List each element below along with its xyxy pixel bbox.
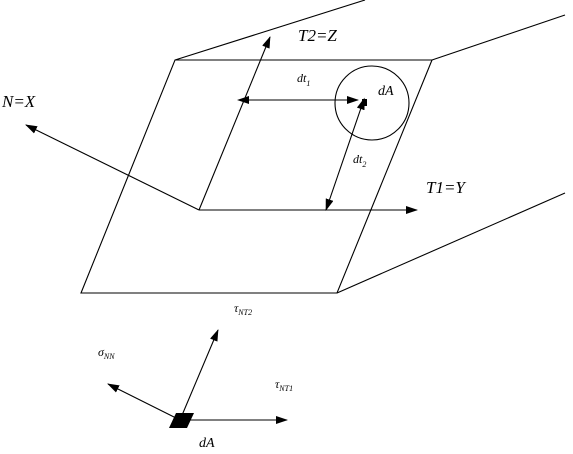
tau-nt2-base: τ xyxy=(234,301,239,315)
tau-nt1-base: τ xyxy=(275,377,280,391)
area-circle xyxy=(334,65,410,141)
area-point xyxy=(362,99,367,106)
tau-nt1-label: τNT1 xyxy=(275,377,293,393)
t1-axis-label: T1=Y xyxy=(426,178,466,197)
body-edge-top-left xyxy=(174,0,366,61)
area-label: dA xyxy=(378,84,394,99)
tau-nt2-label: τNT2 xyxy=(234,301,252,317)
dt2-label: dt2 xyxy=(353,152,366,169)
tau-nt2-arrow xyxy=(179,329,219,421)
body-edge-top-right xyxy=(431,14,566,61)
dt1-sub: 1 xyxy=(306,79,310,88)
tau-nt2-sub: NT2 xyxy=(237,308,252,317)
t2-axis-arrow xyxy=(198,36,271,211)
dt2-dimension-arrow xyxy=(325,97,365,211)
sigma-nn-arrow xyxy=(107,383,181,421)
area-element xyxy=(169,413,194,428)
sigma-nn-base: σ xyxy=(98,345,105,359)
sigma-nn-label: σNN xyxy=(98,345,115,361)
dt2-base: dt xyxy=(353,152,363,166)
dt1-label: dt1 xyxy=(297,71,310,88)
element-label: dA xyxy=(199,436,215,451)
t2-axis-label: T2=Z xyxy=(298,26,337,45)
sigma-nn-sub: NN xyxy=(103,352,115,361)
n-axis-label: N=X xyxy=(1,92,36,111)
n-axis-arrow xyxy=(25,124,200,211)
dt1-base: dt xyxy=(297,71,307,85)
tau-nt1-sub: NT1 xyxy=(278,384,293,393)
body-edge-bottom-right xyxy=(336,192,566,294)
dt2-sub: 2 xyxy=(362,160,366,169)
